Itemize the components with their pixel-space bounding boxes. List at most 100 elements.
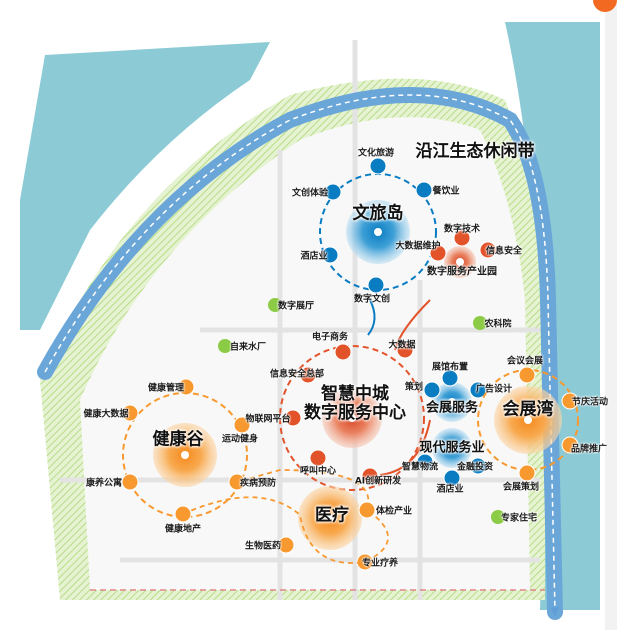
wenlv-node-label: 数字文创: [353, 294, 391, 305]
center-node: [396, 341, 414, 359]
medical-center-dot: [326, 514, 334, 522]
medical-node: [277, 536, 295, 554]
expo_bay-center-dot: [524, 416, 532, 424]
center-node: [361, 467, 379, 485]
health-node: [228, 473, 246, 491]
expo_service-node: [441, 369, 459, 387]
center-node: [284, 409, 302, 427]
eco-belt-dash: [44, 94, 560, 617]
expo_service-node: [423, 381, 441, 399]
park-center-link: [394, 299, 431, 351]
center-service-link: [379, 419, 431, 476]
expo-service-title: 会展服务: [425, 400, 479, 416]
digital_park-node-label: 大数据维护: [395, 241, 441, 252]
wenlv-node: [415, 181, 433, 199]
digital_park-node-label: 信息安全: [485, 246, 523, 257]
center-center-dot: [348, 414, 356, 422]
expo_bay-node-label: 节庆活动: [571, 397, 609, 408]
facility-dot: [268, 298, 282, 312]
wenlv-node-label: 酒店业: [300, 251, 328, 262]
center-node: [309, 449, 327, 467]
expo_bay-node-label: 品牌推广: [570, 444, 608, 455]
modern_service-node: [416, 453, 434, 471]
facility-dot: [491, 510, 505, 524]
health-node: [177, 378, 195, 396]
wenlv-node-label: 文化旅游: [357, 148, 395, 159]
modern_service-node-label: 智慧物流: [401, 462, 439, 473]
health-node: [233, 416, 251, 434]
expo_service-node-label: 广告设计: [475, 384, 513, 395]
expo-bay-title: 会展湾: [502, 399, 554, 420]
medical-node: [358, 501, 376, 519]
medical-node-label: 生物医药: [244, 541, 282, 552]
center-title-line: 智慧中城: [321, 384, 389, 404]
modern_service-node-label: 酒店业: [436, 484, 464, 495]
expo_bay-node: [561, 436, 579, 454]
wenlv-title: 文旅岛: [352, 203, 404, 224]
health-medical-link: [182, 469, 389, 564]
health-title: 健康谷: [152, 429, 204, 450]
digital_park-node-label: 数字技术: [443, 224, 481, 235]
digital-park-title: 数字服务产业园: [427, 266, 497, 278]
expo_bay-node: [518, 366, 536, 384]
center-node-label: AI创新研发: [354, 476, 402, 487]
health-node: [121, 473, 139, 491]
health-center-dot: [181, 451, 189, 459]
wenlv-node-label: 文创体验: [291, 188, 329, 199]
modern_service-node: [469, 457, 487, 475]
medical-node-label: 专业疗养: [361, 558, 399, 569]
expo_bay-node: [518, 464, 536, 482]
center-node-label: 物联网平台: [245, 414, 291, 425]
center-title: 智慧中城数字服务中心: [304, 385, 406, 423]
expo_service-center-dot: [448, 398, 456, 406]
river-northwest: [20, 42, 270, 330]
facility-label: 数字展厅: [277, 301, 315, 312]
modern_service-node: [443, 469, 461, 487]
wenlv-node: [321, 246, 339, 264]
digital_park-node: [429, 244, 447, 262]
facility-dot: [218, 339, 232, 353]
wenlv-center-dot: [374, 228, 382, 236]
center-title-line: 数字服务中心: [304, 403, 406, 423]
health-node-label: 疾病预防: [239, 478, 277, 489]
wenlv-node-label: 餐饮业: [432, 186, 460, 197]
center-node-label: 信息安全总部: [269, 369, 325, 380]
facility-label: 农科院: [484, 319, 512, 330]
center-ring: [279, 345, 425, 491]
center-node-label: 呼叫中心: [299, 466, 337, 477]
health-node-label: 运动健身: [221, 434, 259, 445]
right-margin: [605, 0, 617, 630]
expo_service-node-label: 展馆布置: [431, 362, 469, 373]
modern_service-node-label: 金融投资: [456, 462, 494, 473]
center-node: [334, 343, 352, 361]
expo_bay-node-label: 会议会展: [506, 356, 544, 367]
eco-belt-title: 沿江生态休闲带: [415, 141, 535, 162]
digital_park-node: [479, 241, 497, 259]
wenlv-node: [324, 183, 342, 201]
wenlv-center-link: [367, 299, 376, 336]
digital_park-center-dot: [456, 258, 464, 266]
corner-marker: [593, 0, 617, 12]
health-node-label: 康养公寓: [85, 478, 123, 489]
facility-label: 自来水厂: [229, 342, 267, 353]
center-node-label: 大数据: [388, 340, 416, 351]
wenlv-node: [369, 157, 387, 175]
modern_service-center-dot: [448, 444, 456, 452]
wenlv-node: [367, 276, 385, 294]
modern-service-title: 现代服务业: [419, 440, 485, 456]
medical-node-label: 体检产业: [375, 506, 413, 517]
health-node: [121, 404, 139, 422]
expo_bay-node-label: 会展策划: [502, 482, 540, 493]
digital_park-node: [453, 229, 471, 247]
expo_bay-node: [561, 392, 579, 410]
health-node-label: 健康地产: [164, 524, 202, 535]
facility-label: 专家住宅: [500, 513, 538, 524]
center-node-label: 电子商务: [311, 332, 349, 343]
facility-dot: [473, 316, 487, 330]
expo_service-node-label: 策划: [404, 382, 424, 393]
center-node: [299, 366, 317, 384]
health-node-label: 健康大数据: [83, 409, 129, 420]
expo_service-node: [469, 381, 487, 399]
